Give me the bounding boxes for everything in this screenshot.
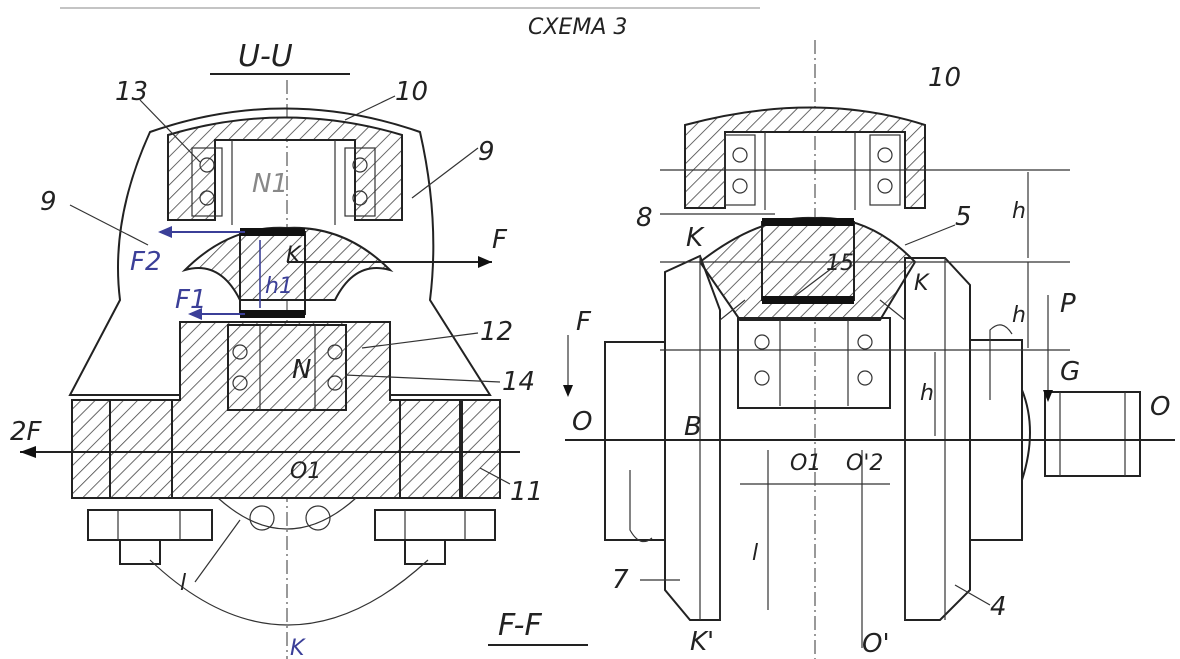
label-o-right: O: [1150, 392, 1170, 422]
upper-bearing: [191, 140, 376, 225]
left-section-view: U-U: [10, 39, 543, 659]
label-15: 15: [826, 251, 854, 276]
label-4: 4: [990, 592, 1007, 622]
label-14: 14: [502, 367, 535, 397]
label-f-left: F: [492, 225, 508, 255]
label-o2-right: O'2: [846, 451, 883, 476]
right-section-view: 10 8 K 5 15 K h h h P F O O B G O1 O'2 l…: [563, 40, 1175, 659]
label-k-prime: K': [690, 627, 714, 657]
label-9-right: 9: [478, 137, 495, 167]
right-upper-bearing: [724, 132, 901, 210]
label-g: G: [1060, 357, 1080, 387]
label-7: 7: [612, 565, 629, 595]
label-b: B: [684, 412, 702, 442]
drawing-title: СХЕМА 3: [528, 15, 627, 40]
label-k-upper-right: K: [914, 271, 930, 296]
section-label-uu: U-U: [238, 39, 293, 74]
label-13: 13: [115, 77, 148, 107]
label-k-upper-left: K: [686, 223, 705, 253]
label-o-left: O: [572, 407, 592, 437]
lower-bearing: [232, 325, 343, 410]
right-lower-bearing: [754, 320, 873, 406]
label-o-prime: O': [862, 629, 890, 659]
section-label-ff: F-F: [498, 608, 542, 643]
label-h-low: h: [920, 381, 934, 406]
label-l-left: l: [180, 571, 186, 596]
label-9-left: 9: [40, 187, 57, 217]
label-o1-left: O1: [290, 459, 321, 484]
label-8: 8: [636, 203, 653, 233]
label-h1: h1: [265, 274, 293, 299]
label-f1: F1: [175, 285, 207, 315]
label-o1-right: O1: [790, 451, 821, 476]
label-n: N: [292, 355, 311, 385]
label-k-bottom: K: [290, 636, 306, 659]
label-10-left: 10: [395, 77, 428, 107]
left-nut: [87, 509, 213, 565]
label-h-top: h: [1012, 199, 1026, 224]
label-f-right: F: [576, 307, 592, 337]
label-11: 11: [510, 477, 543, 507]
label-n1: N1: [252, 169, 288, 199]
label-12: 12: [480, 317, 513, 347]
right-nut: [374, 509, 496, 565]
label-10-right: 10: [928, 63, 961, 93]
label-f2: F2: [130, 247, 162, 277]
label-k-left: K: [286, 243, 302, 268]
label-l-right: l: [752, 541, 758, 566]
label-h-mid: h: [1012, 303, 1026, 328]
label-5: 5: [955, 202, 972, 232]
label-2f: 2F: [10, 417, 43, 447]
label-p: P: [1060, 289, 1076, 319]
